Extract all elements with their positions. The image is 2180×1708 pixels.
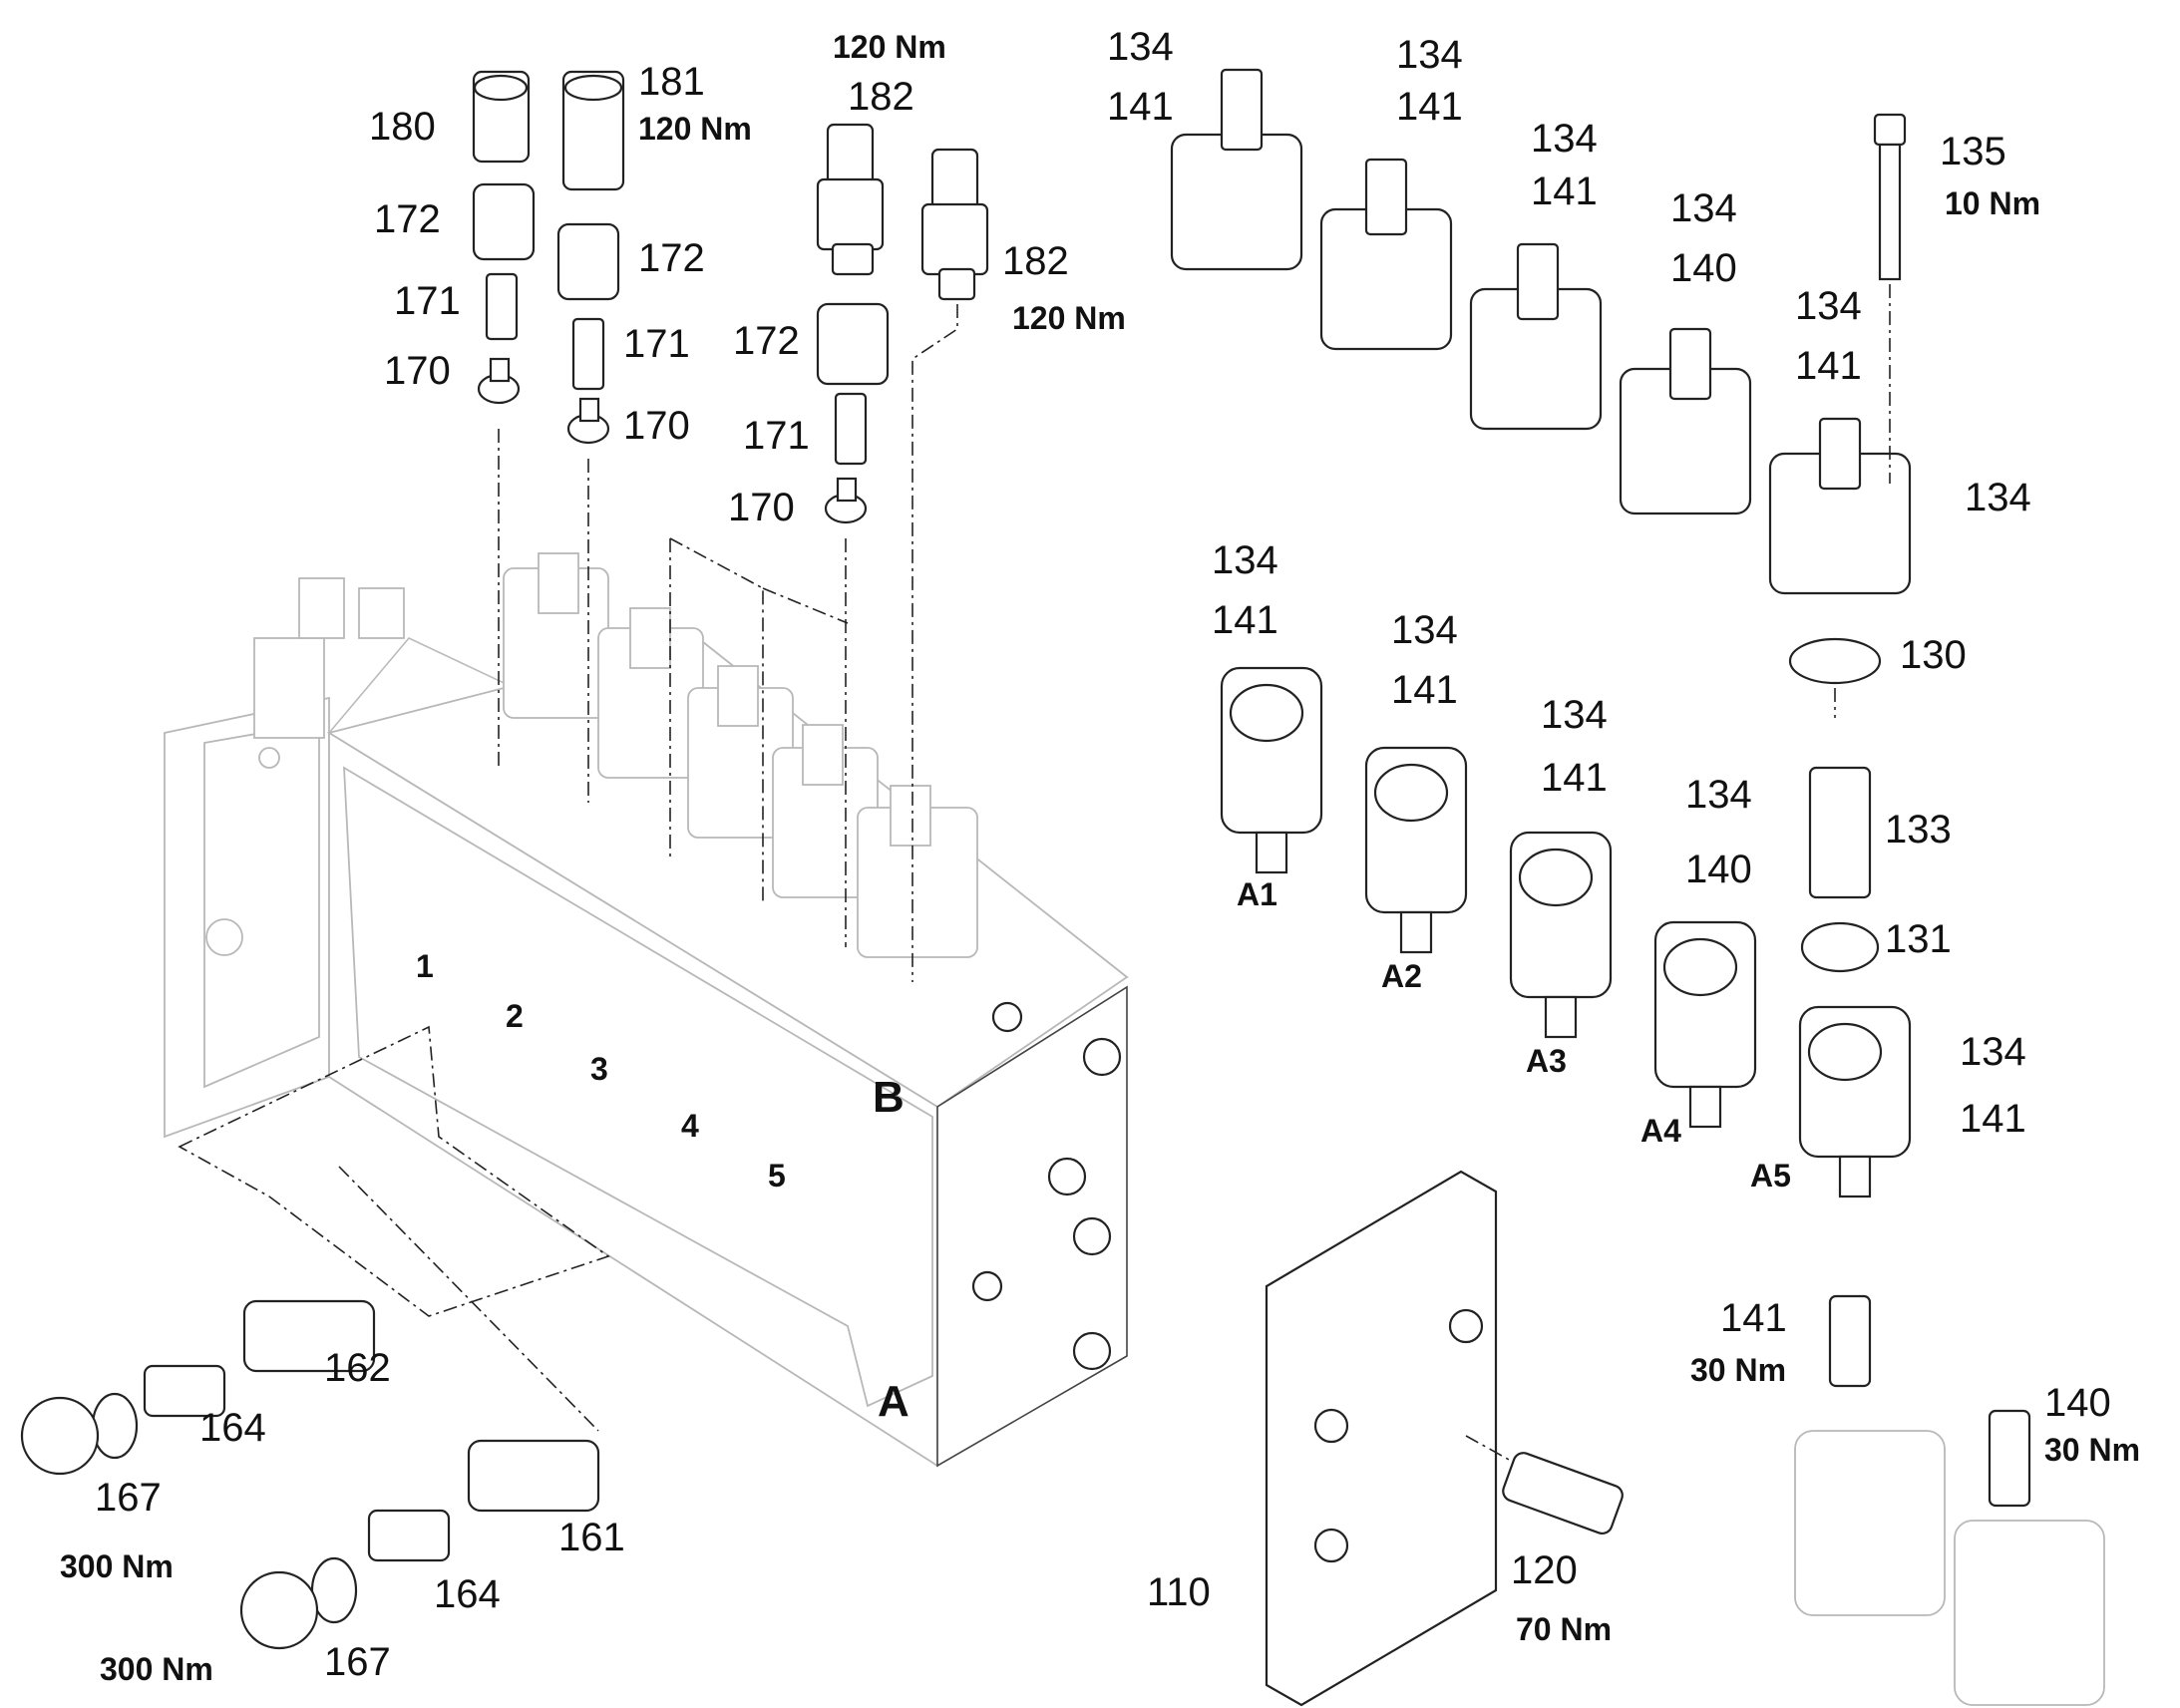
housing-a3-label-a: 134 [1541,693,1608,737]
solenoid-5-label-b: 141 [1795,344,1862,388]
solenoid-1 [1170,68,1303,271]
housing-a3-label-b: 141 [1541,756,1608,800]
torque-182-top: 120 Nm [833,29,946,65]
spool-position-2: 2 [506,998,524,1034]
callout-131: 131 [1885,917,1952,961]
callout-170-a: 170 [384,349,451,393]
solenoid-4-label-a: 134 [1670,186,1737,230]
port-b-label: B [873,1073,905,1122]
housing-a3 [1509,831,1613,1039]
housing-a1-label-a: 134 [1212,538,1278,582]
housing-a1-position: A1 [1237,876,1277,912]
callout-172-a: 172 [374,197,441,241]
solenoid-valve-stack [1170,68,1912,973]
port-a-label: A [878,1377,909,1426]
callout-162: 162 [324,1346,391,1390]
callout-171-a: 171 [394,279,461,323]
callout-161: 161 [558,1516,625,1559]
housing-a5-position: A5 [1750,1158,1791,1194]
housing-a2-label-a: 134 [1391,608,1458,652]
callout-171-b: 171 [623,322,690,366]
spool-end-parts [20,1025,610,1650]
housing-a5 [1798,1005,1912,1198]
callout-172-c: 172 [733,319,800,363]
solenoid-3 [1469,242,1603,431]
callout-133: 133 [1885,808,1952,852]
callout-180: 180 [369,105,436,149]
solenoid-1-label-a: 134 [1107,25,1174,69]
callout-164-b: 164 [434,1572,501,1616]
torque-141-nipple: 30 Nm [1690,1352,1786,1388]
torque-120: 70 Nm [1516,1611,1612,1647]
adapter-housings [1220,666,1912,1198]
housing-a2-position: A2 [1381,958,1422,994]
callout-182-top: 182 [848,75,914,119]
nipple-fittings [1794,1294,2105,1706]
callout-171-c: 171 [743,414,810,458]
solenoid-4 [1619,327,1752,515]
callout-120: 120 [1511,1548,1578,1592]
spool-position-1: 1 [416,948,434,984]
housing-a5-label-b: 141 [1960,1097,2026,1141]
solenoid-2 [1319,158,1453,351]
callout-170-c: 170 [728,486,795,529]
housing-a2-label-b: 141 [1391,668,1458,712]
solenoid-3-label-b: 141 [1531,170,1598,213]
cover-plate [1265,1170,1624,1707]
solenoid-6-label-a: 134 [1965,476,2031,519]
callout-167-a: 167 [95,1476,162,1520]
callout-167-b: 167 [324,1640,391,1684]
housing-a4 [1653,920,1757,1129]
housing-a4-position: A4 [1640,1113,1681,1149]
callout-110: 110 [1147,1570,1211,1614]
housing-a2 [1364,746,1468,954]
callout-135: 135 [1940,130,2006,173]
torque-167-b: 300 Nm [100,1651,213,1687]
spool-position-3: 3 [590,1051,608,1087]
torque-181: 120 Nm [638,111,752,147]
torque-140-nipple: 30 Nm [2044,1432,2140,1468]
solenoid-5 [1768,417,1912,595]
housing-a4-label-a: 134 [1685,773,1752,817]
callout-141-nipple: 141 [1720,1296,1787,1340]
torque-167-a: 300 Nm [60,1548,174,1584]
solenoid-1-label-b: 141 [1107,85,1174,129]
callout-164-a: 164 [199,1406,266,1450]
solenoid-3-label-a: 134 [1531,117,1598,161]
housing-a4-label-b: 140 [1685,848,1752,891]
callout-181: 181 [638,60,705,104]
spool-position-4: 4 [681,1108,699,1144]
torque-135: 10 Nm [1945,185,2040,221]
housing-a1-label-b: 141 [1212,598,1278,642]
callout-182-right: 182 [1002,239,1069,283]
torque-182-right: 120 Nm [1012,300,1126,336]
callout-130: 130 [1900,633,1967,677]
solenoid-2-label-b: 141 [1396,85,1463,129]
valve-block [164,552,1130,1468]
housing-a5-label-a: 134 [1960,1030,2026,1074]
housing-a3-position: A3 [1526,1043,1567,1079]
callout-140-nipple: 140 [2044,1381,2111,1425]
mounted-solenoids [503,552,978,958]
callout-170-b: 170 [623,404,690,448]
solenoid-2-label-a: 134 [1396,33,1463,77]
relief-valve-parts [472,70,989,982]
solenoid-4-label-b: 140 [1670,246,1737,290]
solenoid-5-label-a: 134 [1795,284,1862,328]
housing-a1 [1220,666,1323,874]
callout-172-b: 172 [638,236,705,280]
spool-position-5: 5 [768,1158,786,1194]
